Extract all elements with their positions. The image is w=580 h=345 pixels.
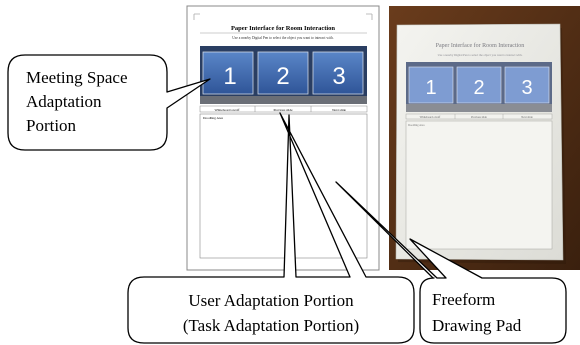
left-sheet-instruction: Use a nearby Digital Pen to select the o…: [232, 36, 333, 40]
left-options-row: Whiteboard on/off Previous slide Next sl…: [199, 105, 368, 113]
photo-screens-strip: 1 2 3: [406, 62, 552, 112]
callout-freeform-line-1: Freeform: [432, 290, 495, 309]
left-sheet-title: Paper Interface for Room Interaction: [231, 25, 335, 32]
callout-meeting-space-line-3: Portion: [26, 116, 77, 135]
photo-sheet-instruction: Use a nearby Digital Pen to select the o…: [438, 53, 523, 57]
left-option-next-slide[interactable]: Next slide: [332, 108, 346, 112]
photo-option-previous-slide: Previous slide: [471, 116, 488, 119]
callout-meeting-space-line-1: Meeting Space: [26, 68, 128, 87]
left-screens-strip: 1 2 3: [200, 46, 367, 104]
photo-option-next-slide: Next slide: [521, 116, 533, 119]
photo-drawing-pad: Doodling Area: [405, 120, 553, 250]
callout-user-adaptation: User Adaptation Portion (Task Adaptation…: [127, 112, 415, 344]
callout-user-adaptation-line-1: User Adaptation Portion: [188, 291, 354, 310]
callout-meeting-space-line-2: Adaptation: [26, 92, 102, 111]
photo-sheet-title: Paper Interface for Room Interaction: [436, 42, 525, 49]
photo-screen-1-number: 1: [425, 77, 436, 99]
paper-photo: Paper Interface for Room Interaction Use…: [389, 6, 580, 270]
left-option-whiteboard[interactable]: Whiteboard on/off: [214, 108, 240, 112]
left-screen-1-number: 1: [223, 63, 236, 90]
photo-pad-label: Doodling Area: [408, 124, 425, 127]
left-paper-sheet: Paper Interface for Room Interaction Use…: [186, 5, 380, 271]
left-pad-label: Doodling Area: [203, 116, 224, 120]
photo-screen-3-number: 3: [521, 77, 532, 99]
left-screen-2-number: 2: [276, 63, 289, 90]
callout-freeform: Freeform Drawing Pad: [335, 181, 567, 344]
photo-options-row: Whiteboard on/off Previous slide Next sl…: [405, 113, 553, 120]
callout-user-adaptation-line-2: (Task Adaptation Portion): [183, 316, 359, 335]
photo-option-whiteboard: Whiteboard on/off: [420, 116, 441, 119]
left-option-previous-slide[interactable]: Previous slide: [273, 108, 293, 112]
left-screen-3-number: 3: [332, 63, 345, 90]
callout-meeting-space: Meeting Space Adaptation Portion: [7, 54, 211, 151]
photo-screen-2-number: 2: [473, 77, 484, 99]
callout-freeform-line-2: Drawing Pad: [432, 316, 522, 335]
